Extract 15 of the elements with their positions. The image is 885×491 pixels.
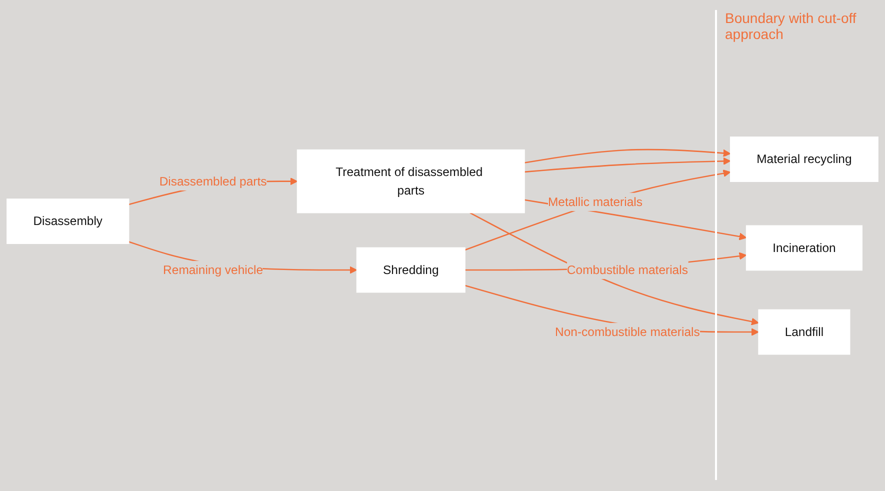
edge-label: Combustible materials bbox=[566, 262, 688, 276]
node-box: Treatment of disassembled parts bbox=[296, 149, 525, 214]
node-box: Disassembly bbox=[6, 198, 130, 244]
edge-label: Non-combustible materials bbox=[555, 324, 700, 338]
edge-label: Metallic materials bbox=[548, 194, 642, 208]
node-box: Shredding bbox=[356, 247, 466, 293]
node-box: Material recycling bbox=[730, 136, 878, 182]
node-box: Landfill bbox=[758, 309, 850, 355]
node-box: Incineration bbox=[746, 225, 862, 270]
edge-label: Remaining vehicle bbox=[163, 262, 264, 276]
arrow bbox=[524, 157, 731, 172]
arrow bbox=[524, 148, 731, 164]
edge-label: Disassembled parts bbox=[159, 174, 267, 188]
boundary-label: Boundary with cut-off approach bbox=[725, 10, 858, 42]
arrow bbox=[464, 169, 731, 250]
